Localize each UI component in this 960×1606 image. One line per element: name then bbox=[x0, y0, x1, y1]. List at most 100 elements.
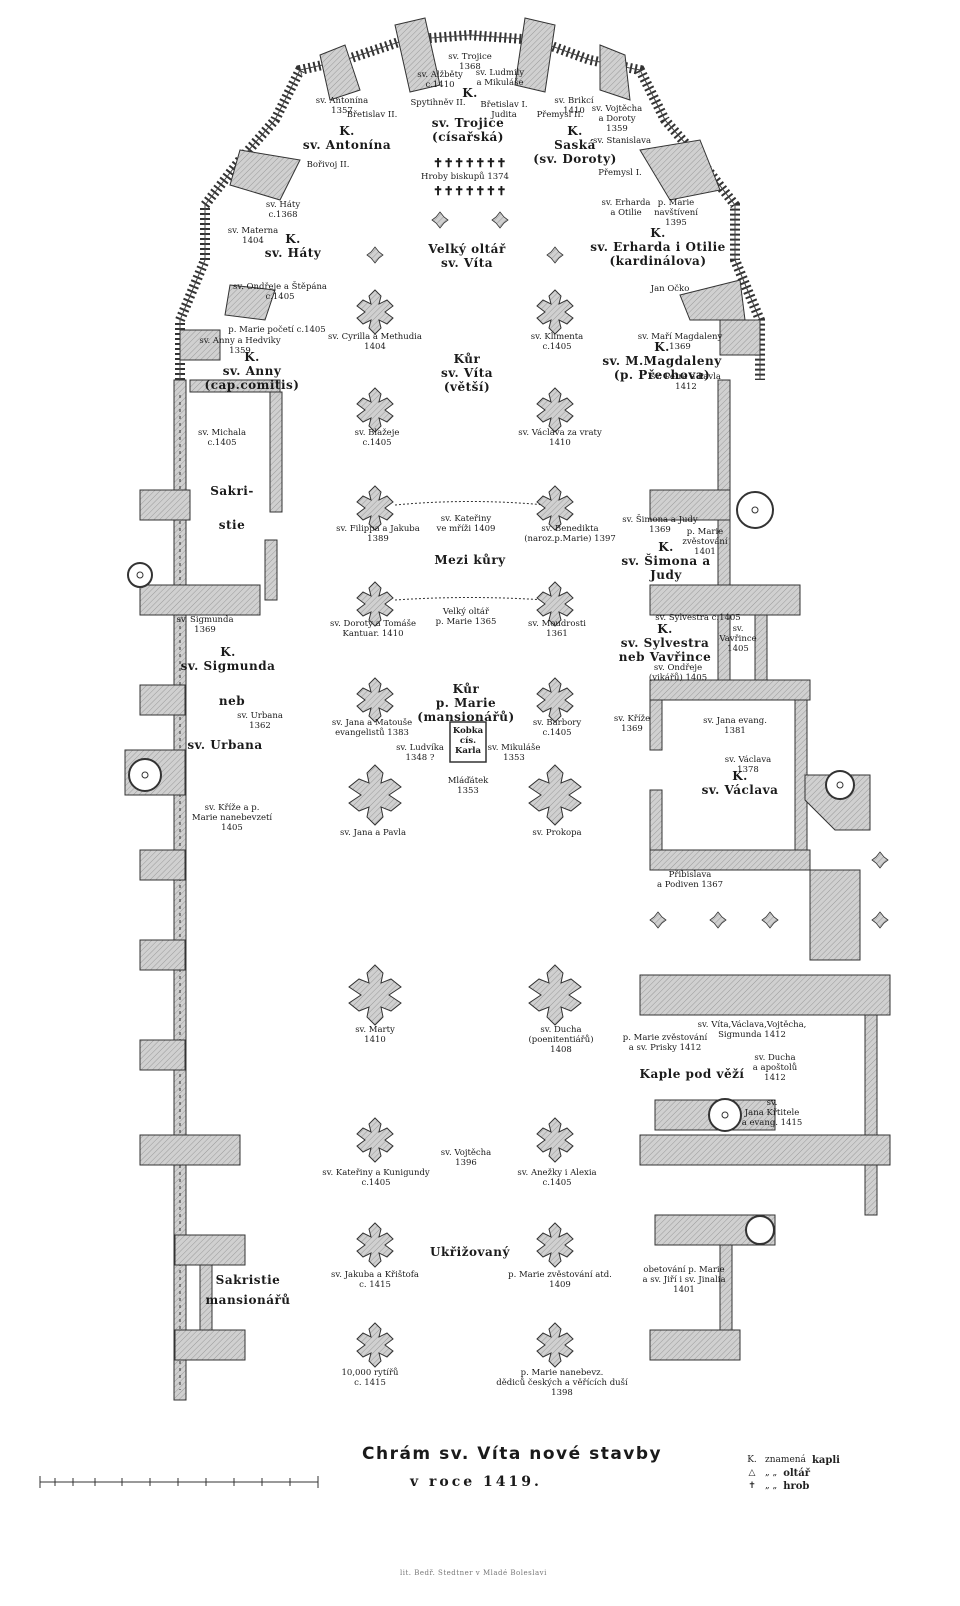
label-marie-zvest-1401: p. Marie zvěstování 1401 bbox=[682, 527, 728, 557]
label-obetovani: obetování p. Marie a sv. Jiří i sv. Jina… bbox=[642, 1265, 726, 1295]
legend-altar-text: „ „ bbox=[765, 1468, 778, 1478]
label-marie-zvest-atd: p. Marie zvěstování atd. 1409 bbox=[508, 1270, 612, 1290]
label-k-erharda: K. sv. Erharda i Otilie (kardinálova) bbox=[590, 226, 726, 268]
label-ducha-apostolu: sv. Ducha a apoštolů 1412 bbox=[752, 1053, 798, 1083]
label-premysl-ii: Přemysl II. bbox=[536, 110, 584, 120]
label-k-trojice: sv. Trojice (císařská) bbox=[431, 116, 505, 144]
label-kur-vita: Kůr sv. Víta (větší) bbox=[440, 352, 494, 394]
label-doroty-tomase: sv. Doroty a Tomáše Kantuar. 1410 bbox=[329, 619, 417, 639]
label-mari-magdaleny: sv. Maří Magdaleny 1369 bbox=[637, 332, 723, 352]
label-marty: sv. Marty 1410 bbox=[355, 1025, 395, 1045]
label-premysl-i: Přemysl I. bbox=[598, 168, 642, 178]
label-rytiru: 10,000 rytířů c. 1415 bbox=[341, 1368, 399, 1388]
label-kateriny-mrizi: sv. Kateřiny ve mříži 1409 bbox=[436, 514, 496, 534]
label-anny-hedviky: sv. Anny a Hedviky 1359 bbox=[199, 336, 281, 356]
label-bretislav-ii: Břetislav II. bbox=[346, 110, 398, 120]
label-brukci: sv. Brikcí 1410 bbox=[554, 96, 594, 116]
altar-icon: △ bbox=[748, 1468, 756, 1478]
label-haty-small: sv. Háty c.1368 bbox=[265, 200, 301, 220]
label-moudrosti: sv. Moudrosti 1361 bbox=[528, 619, 586, 639]
label-k-sylvestra: K. sv. Sylvestra neb Vavřince bbox=[618, 622, 712, 664]
label-jan-ocko: Jan Očko bbox=[650, 284, 690, 294]
label-borivoj: Bořivoj II. bbox=[306, 160, 350, 170]
map-subtitle: v roce 1419. bbox=[410, 1474, 542, 1490]
grave-cross-icon: ✝ bbox=[748, 1481, 756, 1491]
label-klimenta: sv. Klimenta c.1405 bbox=[530, 332, 584, 352]
label-k-simona: K. sv. Šimona a Judy bbox=[621, 540, 711, 582]
label-pribislava: Přibislava a Podiven 1367 bbox=[656, 870, 724, 890]
label-ludmily: sv. Ludmily a Mikuláše bbox=[475, 68, 525, 88]
label-kateriny-kunigundy: sv. Kateřiny a Kunigundy c.1405 bbox=[322, 1168, 430, 1188]
label-filippa: sv. Filippa a Jakuba 1389 bbox=[336, 524, 420, 544]
legend-grave-word: hrob bbox=[783, 1481, 810, 1492]
label-vojtecha-doroty: sv. Vojtěcha a Doroty 1359 bbox=[591, 104, 643, 134]
label-marie-nanebevz: p. Marie nanebevz. dědiců českých a věří… bbox=[496, 1368, 628, 1398]
label-ludvika: sv. Ludvíka 1348 ? bbox=[396, 743, 444, 763]
label-k-haty: K. sv. Háty bbox=[264, 232, 322, 260]
label-kobka: Kobka cís. Karla bbox=[452, 726, 484, 756]
label-neb: neb bbox=[218, 694, 246, 708]
label-mladatek: Mláďátek 1353 bbox=[447, 776, 489, 796]
legend-altar-word: oltář bbox=[783, 1468, 811, 1479]
screen-line-upper bbox=[394, 501, 546, 506]
legend-row-chapel: K. znamená kapli bbox=[745, 1454, 840, 1467]
scale-bar bbox=[39, 1476, 319, 1488]
label-vavrince: sv. Vavřince 1405 bbox=[719, 624, 757, 654]
label-hroby: Hroby biskupů 1374 bbox=[421, 172, 509, 182]
label-k-anny: K. sv. Anny (cap.comitis) bbox=[204, 350, 300, 392]
label-sylvestra-small: sv. Sylvestra c.1405 bbox=[655, 613, 741, 623]
label-bretislava-judita: Břetislav I. Judita bbox=[480, 100, 528, 120]
label-materna: sv. Materna 1404 bbox=[227, 226, 279, 246]
label-urbana-small: sv. Urbana 1362 bbox=[237, 711, 283, 731]
label-mezi-kury: Mezi kůry bbox=[434, 553, 506, 567]
legend-row-grave: ✝ „ „ hrob bbox=[745, 1480, 840, 1493]
label-petra-pavla: sv. Petra a Pavla 1412 bbox=[651, 372, 721, 392]
label-krize-marie: sv. Kříže a p. Marie nanebevzetí 1405 bbox=[191, 803, 273, 833]
label-marie-pocet: p. Marie početí c.1405 bbox=[228, 325, 326, 335]
legend-row-altar: △ „ „ oltář bbox=[745, 1467, 840, 1480]
label-ondreje-vikaru: sv. Ondřeje (vikářů) 1405 bbox=[648, 663, 708, 683]
label-cyrilla: sv. Cyrilla a Methudia 1404 bbox=[328, 332, 422, 352]
label-k-vaclava: K. sv. Václava bbox=[701, 769, 779, 797]
label-crosses-row-2: ✝✝✝✝✝✝✝ bbox=[433, 184, 507, 198]
apse-wall bbox=[175, 17, 765, 380]
legend-grave-text: „ „ bbox=[765, 1481, 778, 1491]
legend-chapel-word: kapli bbox=[811, 1455, 840, 1466]
legend-chapel-text: znamená bbox=[765, 1455, 806, 1465]
label-trojice-top: sv. Trojice 1368 bbox=[448, 52, 492, 72]
label-ducha: sv. Ducha (poenitentiářů) 1408 bbox=[528, 1025, 594, 1055]
label-marie-navsteveni: p. Marie navštívení 1395 bbox=[654, 198, 698, 228]
label-ondreje-stepana: sv. Ondřeje a Štěpána c.1405 bbox=[233, 282, 327, 302]
label-k-antonina: K. sv. Antonína bbox=[302, 124, 392, 152]
label-marie-zvest-1412: p. Marie zvěstování a sv. Prisky 1412 bbox=[622, 1033, 708, 1053]
label-urbana-big: sv. Urbana bbox=[187, 738, 263, 752]
label-zigmunda-small: sv. Sigmunda 1369 bbox=[176, 615, 234, 635]
label-blazeje: sv. Blažeje c.1405 bbox=[354, 428, 400, 448]
kobka-box bbox=[449, 721, 487, 763]
label-prokopa: sv. Prokopa bbox=[532, 828, 582, 838]
chapel-symbol: K. bbox=[747, 1455, 757, 1465]
label-velky-oltar: Velký oltář sv. Víta bbox=[428, 242, 506, 270]
map-legend: K. znamená kapli △ „ „ oltář ✝ „ „ hrob bbox=[745, 1454, 840, 1493]
north-walls bbox=[124, 379, 283, 1401]
label-krize-1369: sv. Kříže 1369 bbox=[613, 714, 651, 734]
label-kur-marie: Kůr p. Marie (mansionářů) bbox=[417, 682, 515, 724]
label-sakristie-mans: Sakristie mansionářů bbox=[205, 1273, 291, 1307]
label-barbory: sv. Barbory c.1405 bbox=[532, 718, 582, 738]
label-spytihnev: Spytihněv II. bbox=[410, 98, 466, 108]
label-k-top: K. bbox=[462, 86, 478, 100]
label-jana-krtitele: sv. Jana Křtitele a evang. 1415 bbox=[741, 1098, 803, 1128]
label-vita-vaclava: sv. Víta,Václava,Vojtěcha, Sigmunda 1412 bbox=[697, 1020, 807, 1040]
label-benedikta: sv. Benedikta (naroz.p.Marie) 1397 bbox=[524, 524, 616, 544]
label-kaple-vezi: Kaple pod věží bbox=[639, 1067, 745, 1081]
label-ukrizovany: Ukřižovaný bbox=[430, 1245, 510, 1259]
map-title: Chrám sv. Víta nové stavby bbox=[362, 1444, 663, 1464]
label-vaclava-vraty: sv. Václava za vraty 1410 bbox=[518, 428, 602, 448]
south-walls bbox=[639, 379, 891, 1361]
label-anezky: sv. Anežky i Alexia c.1405 bbox=[517, 1168, 597, 1188]
label-michala: sv. Michala c.1405 bbox=[197, 428, 247, 448]
label-antonina-small: sv. Antonína 1357 bbox=[315, 96, 369, 116]
label-vaclava-1378: sv. Václava 1378 bbox=[724, 755, 772, 775]
label-albety: sv. Alžběty c.1410 bbox=[417, 70, 463, 90]
